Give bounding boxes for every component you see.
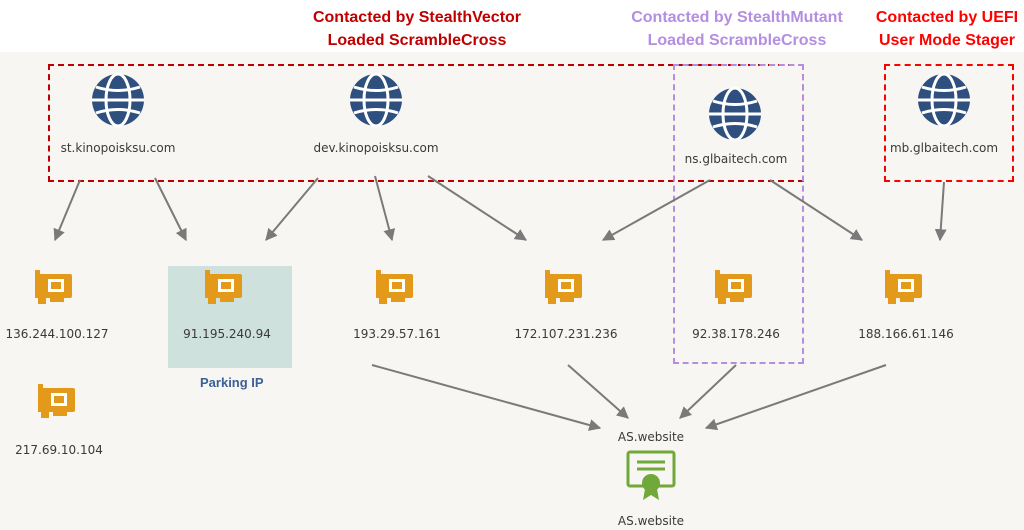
network-card-icon xyxy=(715,270,752,304)
edge-172-to-as xyxy=(567,364,629,419)
certificate-icon xyxy=(626,450,676,500)
network-card-icon xyxy=(376,270,413,304)
ip-label-91: 91.195.240.94 xyxy=(183,327,271,341)
edge-mb-to-188 xyxy=(934,181,947,242)
edge-st-to-91 xyxy=(154,177,187,242)
ip-node-91[interactable] xyxy=(205,268,247,313)
edge-st-to-136 xyxy=(53,179,81,242)
ip-label-193: 193.29.57.161 xyxy=(353,327,441,341)
ip-label-136: 136.244.100.127 xyxy=(5,327,109,341)
edge-dev-to-91 xyxy=(265,177,319,241)
globe-icon xyxy=(92,72,144,128)
as-node[interactable] xyxy=(625,449,677,506)
edge-dev-to-193 xyxy=(374,175,396,242)
edge-ns-to-188 xyxy=(769,179,864,241)
ip-label-188: 188.166.61.146 xyxy=(858,327,954,341)
domain-label-mb: mb.glbaitech.com xyxy=(889,141,999,155)
uefi-group-box xyxy=(884,64,1014,182)
header-uefi-line1: Contacted by UEFI xyxy=(875,9,1019,26)
ip-label-172: 172.107.231.236 xyxy=(514,327,618,341)
stealthmutant-group-box xyxy=(673,64,804,364)
globe-icon xyxy=(350,72,402,128)
header-stealthmutant: Contacted by StealthMutant Loaded Scramb… xyxy=(612,6,862,52)
network-card-icon xyxy=(38,384,75,418)
header-stealthmutant-line2: Loaded ScrambleCross xyxy=(647,32,827,49)
domain-node-dev[interactable] xyxy=(348,72,404,133)
ip-node-92[interactable] xyxy=(715,268,757,313)
header-uefi-line2: User Mode Stager xyxy=(878,32,1016,49)
edge-92-to-as xyxy=(679,364,737,419)
edge-dev-to-172 xyxy=(427,175,528,241)
ip-label-92: 92.38.178.246 xyxy=(692,327,780,341)
header-stealthvector: Contacted by StealthVector Loaded Scramb… xyxy=(293,6,541,52)
domain-node-st[interactable] xyxy=(90,72,146,133)
header-stealthvector-line2: Loaded ScrambleCross xyxy=(327,32,507,49)
domain-label-st: st.kinopoisksu.com xyxy=(60,141,176,155)
globe-icon xyxy=(709,86,761,142)
edge-188-to-as xyxy=(704,364,887,431)
domain-label-ns: ns.glbaitech.com xyxy=(684,152,788,166)
header-stealthvector-line1: Contacted by StealthVector xyxy=(312,9,522,26)
domain-node-mb[interactable] xyxy=(916,72,972,133)
ip-label-217: 217.69.10.104 xyxy=(15,443,103,457)
network-card-icon xyxy=(35,270,72,304)
header-uefi: Contacted by UEFI User Mode Stager xyxy=(866,6,1024,52)
edge-ns-to-172 xyxy=(601,179,711,241)
domain-label-dev: dev.kinopoisksu.com xyxy=(313,141,439,155)
header-stealthmutant-line1: Contacted by StealthMutant xyxy=(631,9,843,26)
ip-node-217[interactable] xyxy=(38,382,80,427)
parking-ip-label: Parking IP xyxy=(200,375,264,390)
network-card-icon xyxy=(545,270,582,304)
globe-icon xyxy=(918,72,970,128)
network-card-icon xyxy=(205,270,242,304)
edge-193-to-as xyxy=(371,364,602,431)
domain-node-ns[interactable] xyxy=(707,86,763,147)
network-card-icon xyxy=(885,270,922,304)
ip-node-188[interactable] xyxy=(885,268,927,313)
as-label-bottom: AS.website xyxy=(617,514,685,528)
ip-node-136[interactable] xyxy=(35,268,77,313)
as-label-top: AS.website xyxy=(617,430,685,444)
ip-node-193[interactable] xyxy=(376,268,418,313)
ip-node-172[interactable] xyxy=(545,268,587,313)
